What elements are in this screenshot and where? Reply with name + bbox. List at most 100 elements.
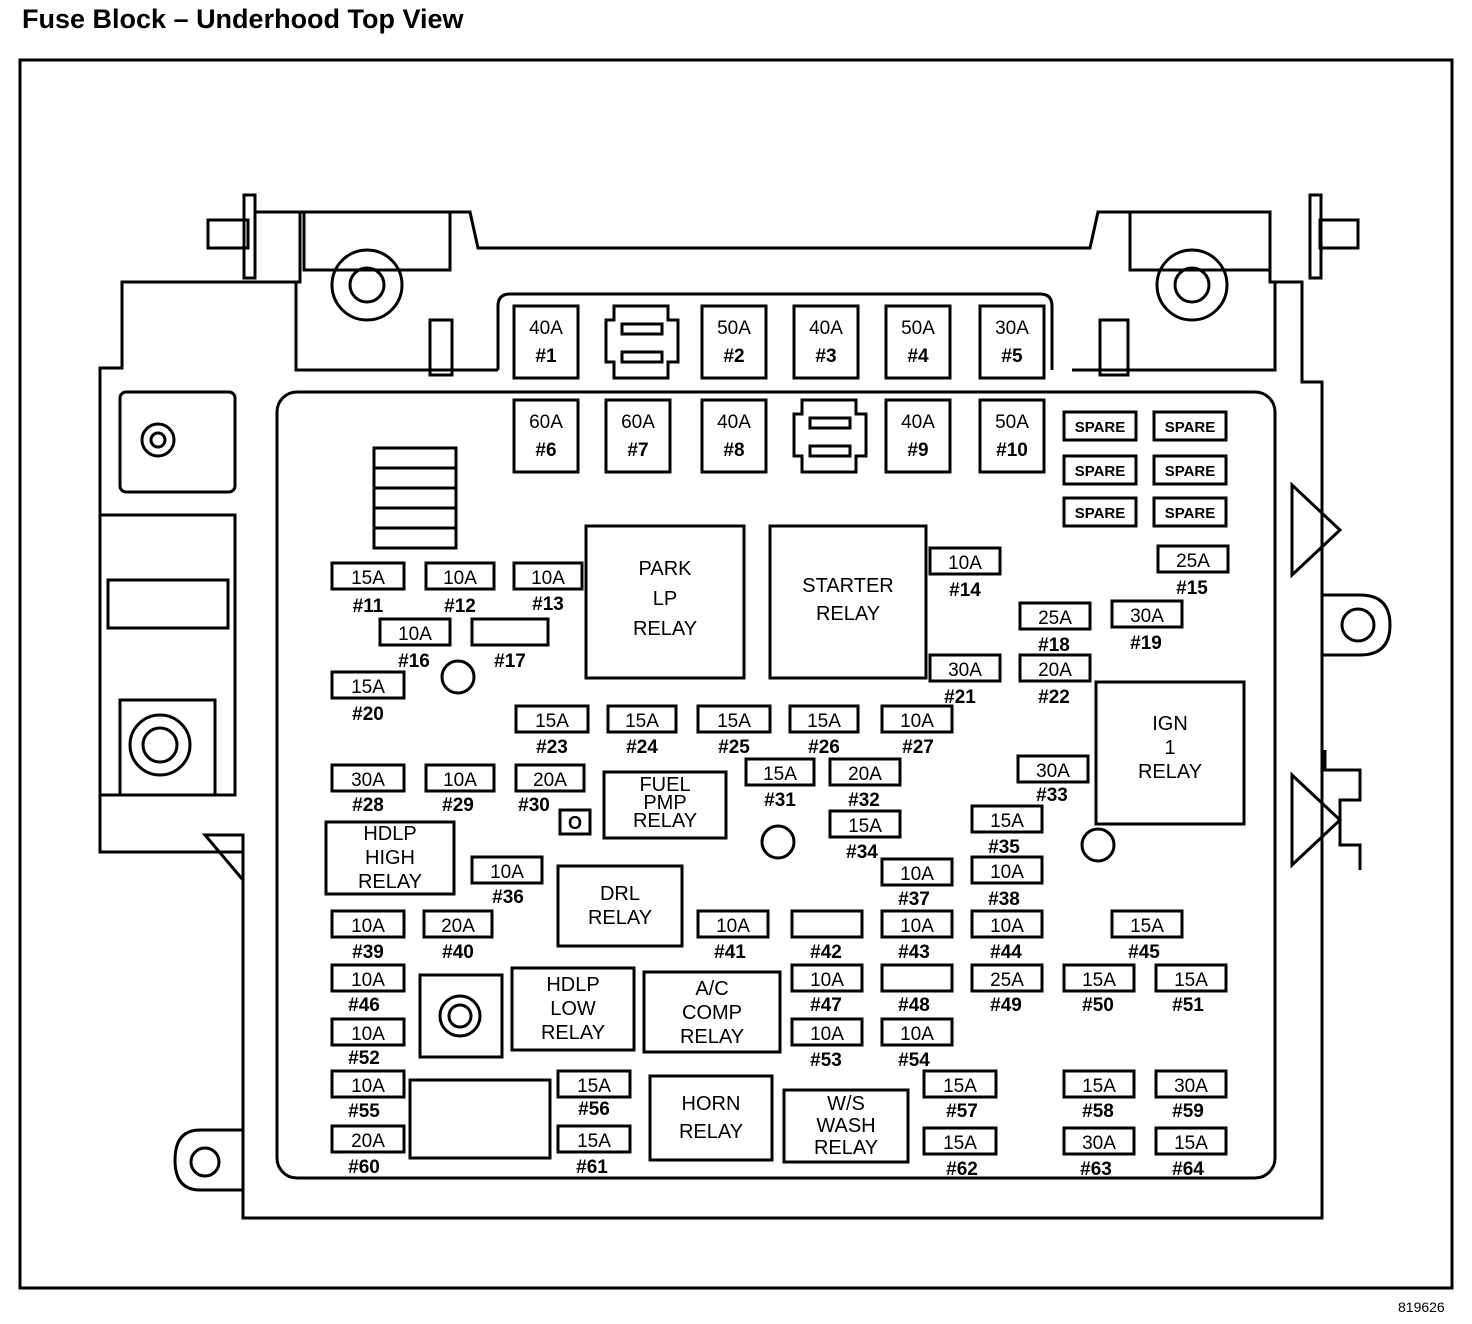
relay-label: DRL	[600, 883, 640, 905]
fuse-rating: 25A	[1176, 551, 1210, 572]
mini-fuse: 20A#40	[422, 909, 494, 963]
spare-fuse-slot: SPARE	[1152, 454, 1228, 486]
maxi-fuse-number: #9	[907, 440, 928, 461]
fuse-number: #42	[810, 942, 842, 963]
page-title: Fuse Block – Underhood Top View	[22, 4, 464, 34]
fuse-rating: 15A	[848, 816, 882, 837]
fuse-number: #55	[348, 1101, 380, 1122]
maxi-fuse-rating: 30A	[995, 318, 1029, 339]
fuse-number: #16	[398, 651, 430, 672]
relay-label: HORN	[682, 1093, 741, 1115]
relay-label: HIGH	[365, 847, 415, 869]
spare-fuse-slot: SPARE	[1152, 410, 1228, 442]
fuse-rating: 15A	[717, 711, 751, 732]
fuse-number: #61	[576, 1157, 608, 1178]
maxi-fuse: 30A#5	[978, 304, 1046, 380]
spare-label: SPARE	[1075, 505, 1126, 522]
maxi-fuse-number: #3	[815, 346, 836, 367]
fuse-rating: 10A	[398, 624, 432, 645]
maxi-fuse-number: #7	[627, 440, 648, 461]
fuse-number: #54	[898, 1050, 930, 1071]
fuse-rating: 15A	[1082, 970, 1116, 991]
fuse-number: #53	[810, 1050, 842, 1071]
fuse-rating: 30A	[1130, 606, 1164, 627]
fuse-rating: 15A	[763, 764, 797, 785]
maxi-fuse: 50A#10	[978, 398, 1046, 474]
fuse-rating: 15A	[577, 1131, 611, 1152]
mini-fuse: 20A#30	[514, 763, 586, 816]
fuse-rating: 15A	[351, 677, 385, 698]
fuse-number: #52	[348, 1048, 380, 1069]
fuse-number: #13	[532, 594, 564, 615]
fuse-number: #62	[946, 1159, 978, 1180]
mini-fuse-group: 15A#1110A#1210A#1310A#1425A#1510A#16#172…	[330, 544, 1230, 1180]
spare-fuse-slot: SPARE	[1152, 496, 1228, 528]
mini-fuse: #17	[470, 617, 550, 672]
mini-fuse: 10A#16	[378, 617, 452, 672]
maxi-fuse-number: #5	[1001, 346, 1023, 367]
relay-label: 1	[1164, 737, 1175, 759]
mini-fuse: 10A#54	[880, 1017, 954, 1071]
fuse-rating: 15A	[990, 811, 1024, 832]
mini-fuse: 10A#29	[424, 763, 496, 816]
maxi-fuse-rating: 40A	[901, 412, 935, 433]
maxi-fuse: 60A#7	[604, 398, 672, 474]
fuse-rating: 30A	[351, 770, 385, 791]
fuse-number: #44	[990, 942, 1022, 963]
mini-fuse: 10A#55	[330, 1069, 406, 1122]
relay-label: RELAY	[541, 1022, 605, 1044]
fuse-number: #15	[1176, 578, 1208, 599]
fuse-number: #22	[1038, 687, 1070, 708]
misc-label: O	[568, 813, 582, 833]
fuse-rating: 10A	[351, 1076, 385, 1097]
fuse-number: #33	[1036, 785, 1068, 806]
fuse-rating: 30A	[1174, 1076, 1208, 1097]
fuse-number: #56	[578, 1099, 610, 1120]
fuse-rating: 10A	[351, 916, 385, 937]
fuse-number: #60	[348, 1157, 380, 1178]
maxi-fuse-row: 40A#150A#240A#350A#430A#560A#660A#740A#8…	[512, 304, 1046, 474]
fuse-rating: 20A	[848, 764, 882, 785]
fuse-rating: 10A	[810, 970, 844, 991]
fuse-number: #39	[352, 942, 384, 963]
fuse-number: #37	[898, 889, 930, 910]
fuse-rating: 20A	[441, 916, 475, 937]
spare-label: SPARE	[1165, 463, 1216, 480]
maxi-fuse: 40A#9	[884, 398, 952, 474]
fuse-rating: 10A	[443, 770, 477, 791]
mini-fuse: #42	[790, 909, 864, 963]
fuse-rating: 20A	[351, 1131, 385, 1152]
fuse-rating: 15A	[943, 1076, 977, 1097]
fuse-rating: 15A	[1130, 916, 1164, 937]
fuse-number: #24	[626, 737, 658, 758]
fuse-number: #27	[902, 737, 934, 758]
maxi-fuse-number: #4	[907, 346, 929, 367]
fuse-rating: 15A	[1174, 970, 1208, 991]
maxi-fuse: 50A#4	[884, 304, 952, 380]
mini-fuse: 10A#46	[330, 963, 406, 1016]
mini-fuse: 30A#33	[1016, 754, 1090, 806]
mini-fuse: 15A#11	[330, 561, 406, 617]
fuse-number: #32	[848, 790, 880, 811]
fuse-number: #48	[898, 995, 930, 1016]
maxi-fuse-number: #1	[535, 346, 557, 367]
fuse-rating: 20A	[1038, 660, 1072, 681]
maxi-fuse: 40A#8	[700, 398, 768, 474]
mini-fuse: 15A#58	[1062, 1069, 1136, 1122]
fuse-rating: 15A	[625, 711, 659, 732]
mini-fuse: 15A#51	[1154, 963, 1228, 1016]
relay-label: STARTER	[802, 575, 894, 597]
relay-label: RELAY	[680, 1026, 744, 1048]
fuse-rating: 10A	[948, 553, 982, 574]
mini-fuse: 20A#32	[828, 757, 902, 811]
fuse-rating: 15A	[577, 1076, 611, 1097]
mini-fuse: 10A#27	[880, 704, 954, 758]
fuse-number: #17	[494, 651, 526, 672]
fuse-rating: 10A	[351, 1024, 385, 1045]
